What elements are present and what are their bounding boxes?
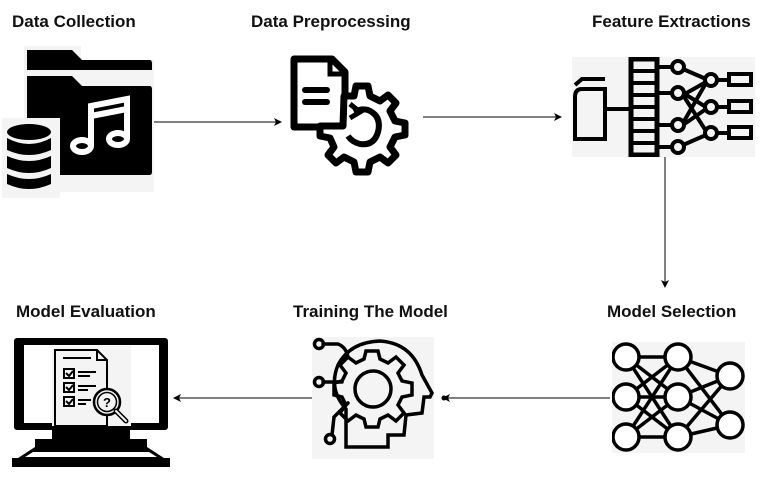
step-label-training-the-model: Training The Model: [293, 302, 448, 321]
step-label-model-selection: Model Selection: [607, 302, 737, 321]
step-label-data-collection: Data Collection: [12, 12, 136, 31]
edge-start-dot: [441, 395, 447, 401]
svg-text:?: ?: [103, 395, 111, 410]
step-label-data-preprocessing: Data Preprocessing: [251, 12, 411, 31]
step-label-model-evaluation: Model Evaluation: [16, 302, 156, 321]
folder-music-database-icon: [2, 46, 154, 198]
step-label-feature-extractions: Feature Extractions: [592, 12, 751, 31]
feature-extraction-network-icon: [572, 57, 755, 157]
head-gear-icon: [312, 337, 434, 459]
neural-network-icon: [612, 342, 745, 453]
document-gear-icon: [290, 55, 409, 176]
monitor-checklist-icon: ?: [12, 338, 170, 467]
